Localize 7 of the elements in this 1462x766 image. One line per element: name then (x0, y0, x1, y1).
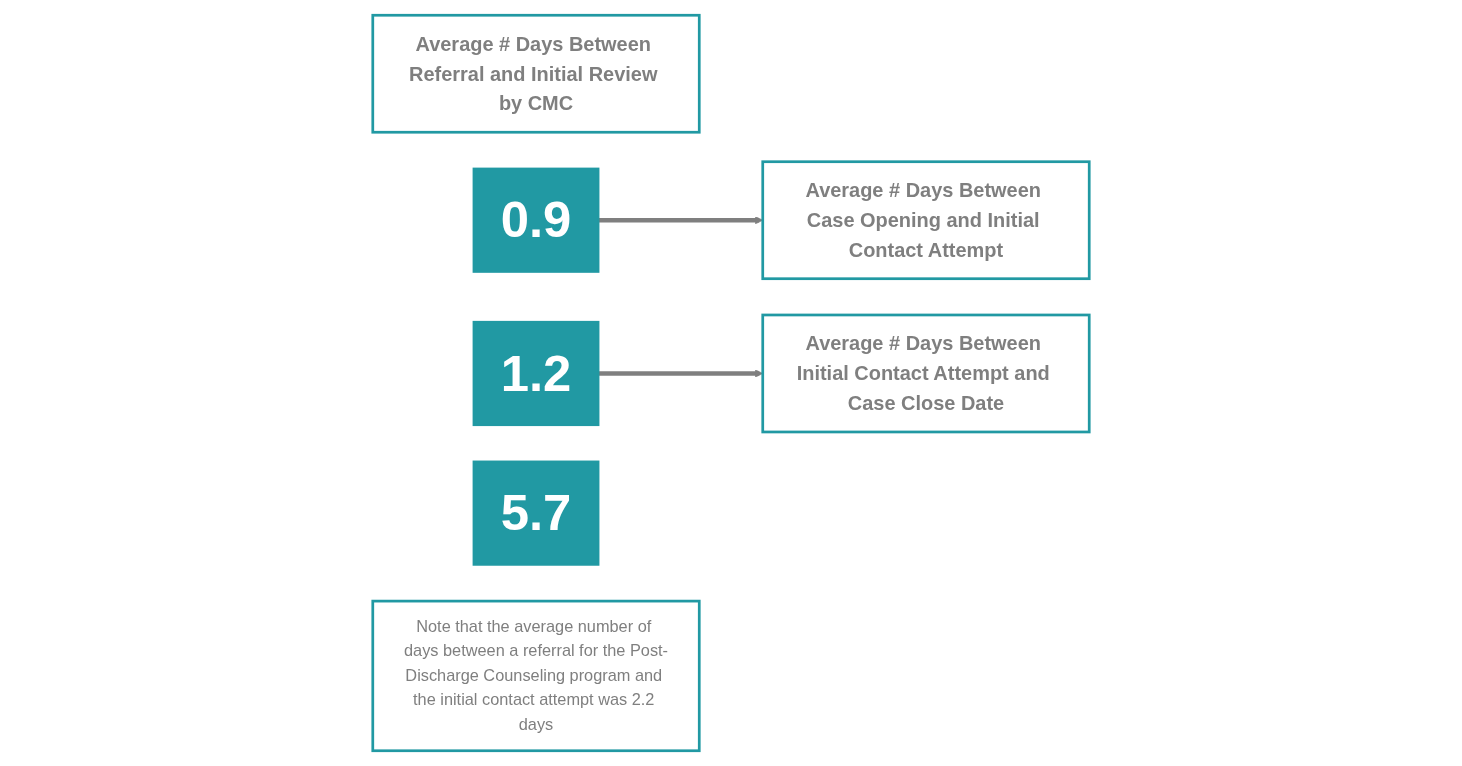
node-box: 0.9 (472, 167, 600, 273)
node-box: Note that the average number of days between a referral for the Post-Discharge Counseling program and the initial contact attempt was 2.2 days (371, 599, 701, 753)
node-box: 1.2 (472, 320, 600, 427)
node-box: 5.7 (472, 460, 600, 566)
node-box: Average # Days Between Initial Contact Attempt and Case Close Date (761, 313, 1091, 434)
node-box: Average # Days Between Case Opening and Initial Contact Attempt (761, 160, 1091, 281)
node-box: Average # Days Between Referral and Initial Review by CMC (371, 13, 701, 134)
